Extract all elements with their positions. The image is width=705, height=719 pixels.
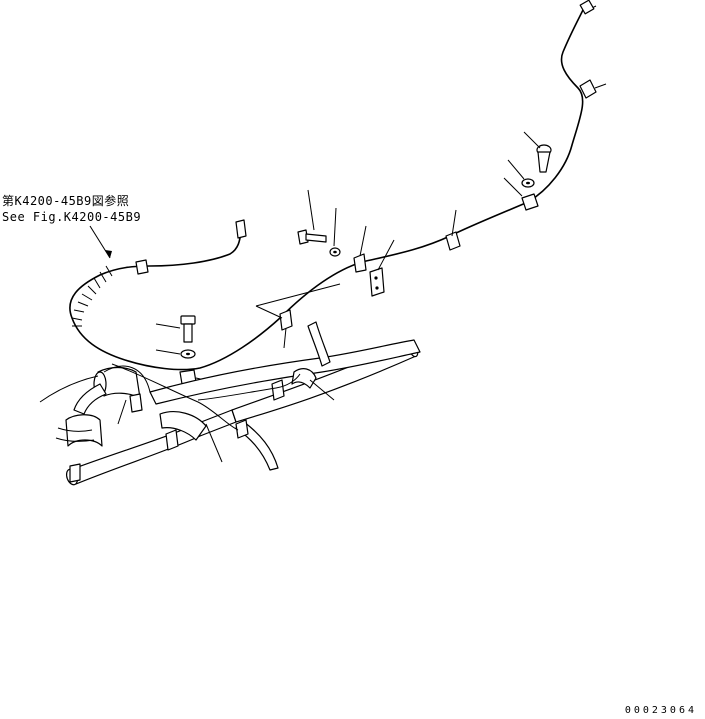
leader-elbow: [117, 399, 127, 425]
washer-left: [155, 349, 196, 359]
upper-pipe: [149, 321, 421, 405]
bolt-left: [155, 315, 196, 343]
bracket-plate: [369, 239, 395, 297]
leader-clamp-center: [359, 225, 367, 257]
leader-center-hose: [205, 423, 223, 463]
leader-clamp-mid-right: [503, 177, 523, 197]
hose-clamp-2: [235, 419, 249, 439]
reference-note-japanese: 第K4200-45B9図参照: [2, 194, 130, 208]
clamp-center-right: [445, 231, 461, 251]
main-cable: [69, 1, 597, 371]
hose-clamp-5: [69, 463, 81, 483]
leader-clamp-mid-left: [255, 283, 341, 319]
drawing-number: 00023064: [624, 705, 697, 716]
reference-arrow: [89, 225, 112, 259]
split-tube: [55, 414, 103, 447]
clamp-center: [353, 253, 367, 273]
hose-clamp-4: [291, 368, 335, 401]
reference-note-english: See Fig.K4200-45B9: [2, 210, 142, 224]
cable-lower-run: [111, 363, 239, 431]
hose-clamp-6: [129, 393, 143, 413]
elbow-pipe: [39, 365, 151, 415]
cable-end-terminal-left: [235, 219, 247, 239]
clamp-left-top: [135, 259, 149, 275]
cable-sleeve: [71, 265, 113, 327]
cable-end-terminal: [579, 0, 595, 15]
cable-lower-run-2: [197, 373, 301, 401]
bolt-center: [297, 189, 327, 245]
bolt-upper-right: [523, 131, 552, 173]
washer-upper-right: [507, 159, 535, 188]
clamp-mid-left: [279, 309, 293, 331]
clamp-mid-right: [521, 193, 539, 211]
hose-clamp-3: [271, 379, 285, 401]
washer-center: [329, 207, 341, 257]
leader-clamp-center-right: [451, 209, 457, 237]
hose-clamp-1: [165, 429, 179, 451]
clamp-top-right: [579, 79, 607, 99]
center-hose: [159, 411, 207, 441]
leader-clamp-mid-left-2: [283, 327, 287, 349]
